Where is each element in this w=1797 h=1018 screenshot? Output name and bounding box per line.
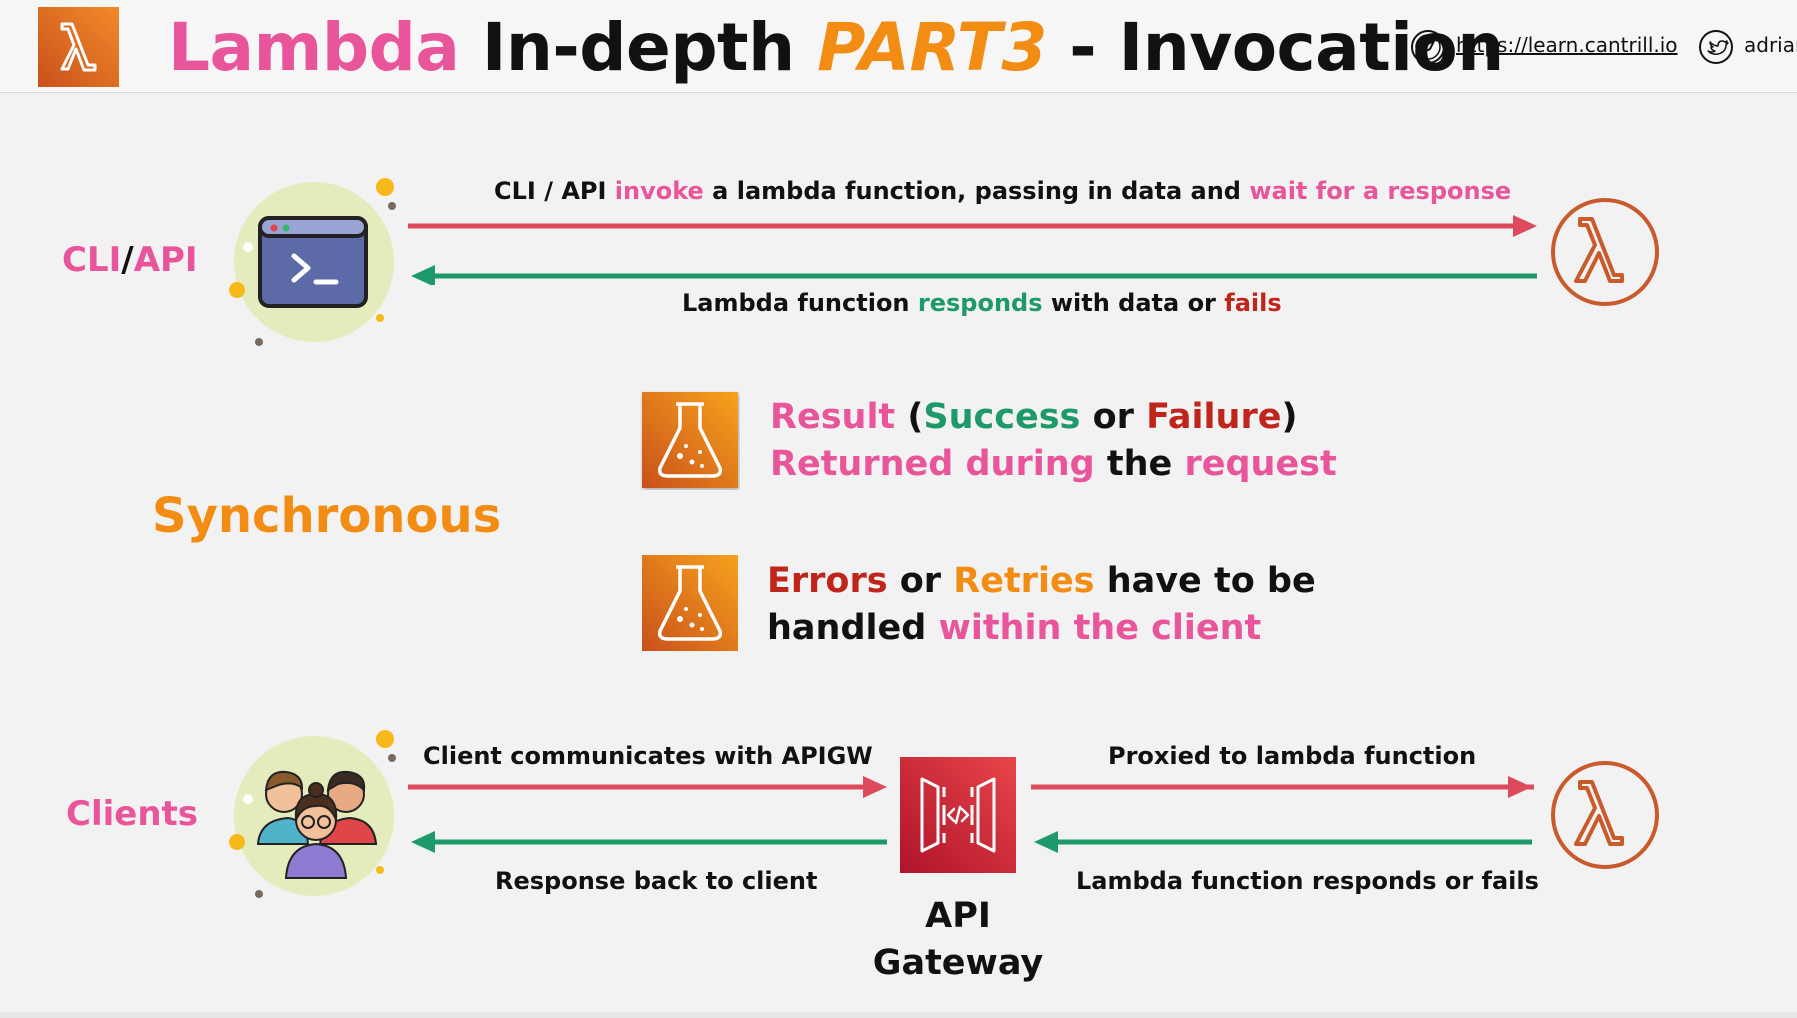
cli-label: CLI (62, 240, 122, 280)
text-part: the (1094, 444, 1185, 484)
caption-part: a lambda function, passing in data and (703, 177, 1250, 205)
api-gateway-label-line2: Gateway (872, 943, 1044, 983)
text-part: handled (767, 608, 939, 648)
bottom-border (0, 1012, 1797, 1018)
request-arrowhead (1513, 215, 1537, 237)
text-part: ( (895, 397, 924, 437)
title-lambda: Lambda (168, 9, 460, 86)
lambda-function-icon (1551, 761, 1659, 869)
caption-fails: fails (1224, 289, 1282, 317)
sync-point1-line2: Returned during the request (770, 441, 1337, 488)
api-label: API (133, 240, 198, 280)
caption-part: Lambda function (682, 289, 918, 317)
proxied-caption: Proxied to lambda function (1108, 742, 1477, 770)
terminal-icon (229, 178, 396, 346)
retries-text: Retries (953, 561, 1095, 601)
request-text: request (1184, 444, 1337, 484)
cli-api-label: CLI/API (62, 240, 198, 280)
synchronous-label: Synchronous (152, 488, 502, 544)
request-arrowhead (1508, 776, 1532, 798)
within-client-text: within the client (938, 608, 1262, 648)
clients-label: Clients (66, 794, 199, 834)
text-part: have to be (1094, 561, 1316, 601)
caption-part: CLI / API (494, 177, 615, 205)
aws-lambda-logo-icon (38, 7, 119, 87)
page-title: Lambda In-depth PART3 - Invocation (168, 6, 1504, 90)
api-gateway-icon (900, 757, 1016, 873)
text-part: or (887, 561, 954, 601)
compass-icon (1411, 30, 1445, 64)
text-part: or (1080, 397, 1147, 437)
result-text: Result (770, 397, 896, 437)
flask-icon (642, 392, 738, 488)
twitter-icon (1699, 30, 1733, 64)
response-arrowhead (1034, 831, 1058, 853)
course-link[interactable]: https://learn.cantrill.io (1456, 33, 1678, 57)
cli-response-caption: Lambda function responds with data or fa… (682, 289, 1282, 317)
cli-api-separator: / (121, 240, 134, 280)
response-arrowhead (411, 831, 435, 853)
sync-point2-line2: handled within the client (767, 605, 1261, 652)
lambda-function-icon (1551, 198, 1659, 306)
caption-part: with data or (1042, 289, 1225, 317)
request-arrowhead (863, 776, 887, 798)
success-text: Success (923, 397, 1081, 437)
errors-text: Errors (767, 561, 888, 601)
api-gateway-label-line1: API (925, 896, 991, 936)
caption-invoke: invoke (614, 177, 704, 205)
response-arrowhead (411, 265, 435, 285)
client-response-caption: Response back to client (495, 867, 818, 895)
failure-text: Failure (1146, 397, 1282, 437)
cli-arrows (408, 215, 1537, 285)
returned-during-text: Returned during (770, 444, 1095, 484)
apigw-lambda-arrows (1031, 776, 1534, 853)
flask-icon (642, 555, 738, 651)
twitter-handle: adrian (1744, 33, 1797, 57)
caption-responds: responds (917, 289, 1043, 317)
lambda-responds-caption: Lambda function responds or fails (1076, 867, 1539, 895)
sync-point2-line1: Errors or Retries have to be (767, 558, 1316, 605)
cli-request-caption: CLI / API invoke a lambda function, pass… (494, 177, 1511, 205)
title-in-depth: In-depth (481, 9, 795, 86)
header-bar (0, 0, 1797, 93)
caption-wait: wait for a response (1249, 177, 1512, 205)
sync-point1-line1: Result (Success or Failure) (770, 394, 1297, 441)
client-apigw-arrows (408, 776, 887, 853)
clients-users-icon (229, 730, 396, 898)
client-request-caption: Client communicates with APIGW (423, 742, 873, 770)
text-part: ) (1281, 397, 1298, 437)
title-part3: PART3 (817, 9, 1047, 86)
